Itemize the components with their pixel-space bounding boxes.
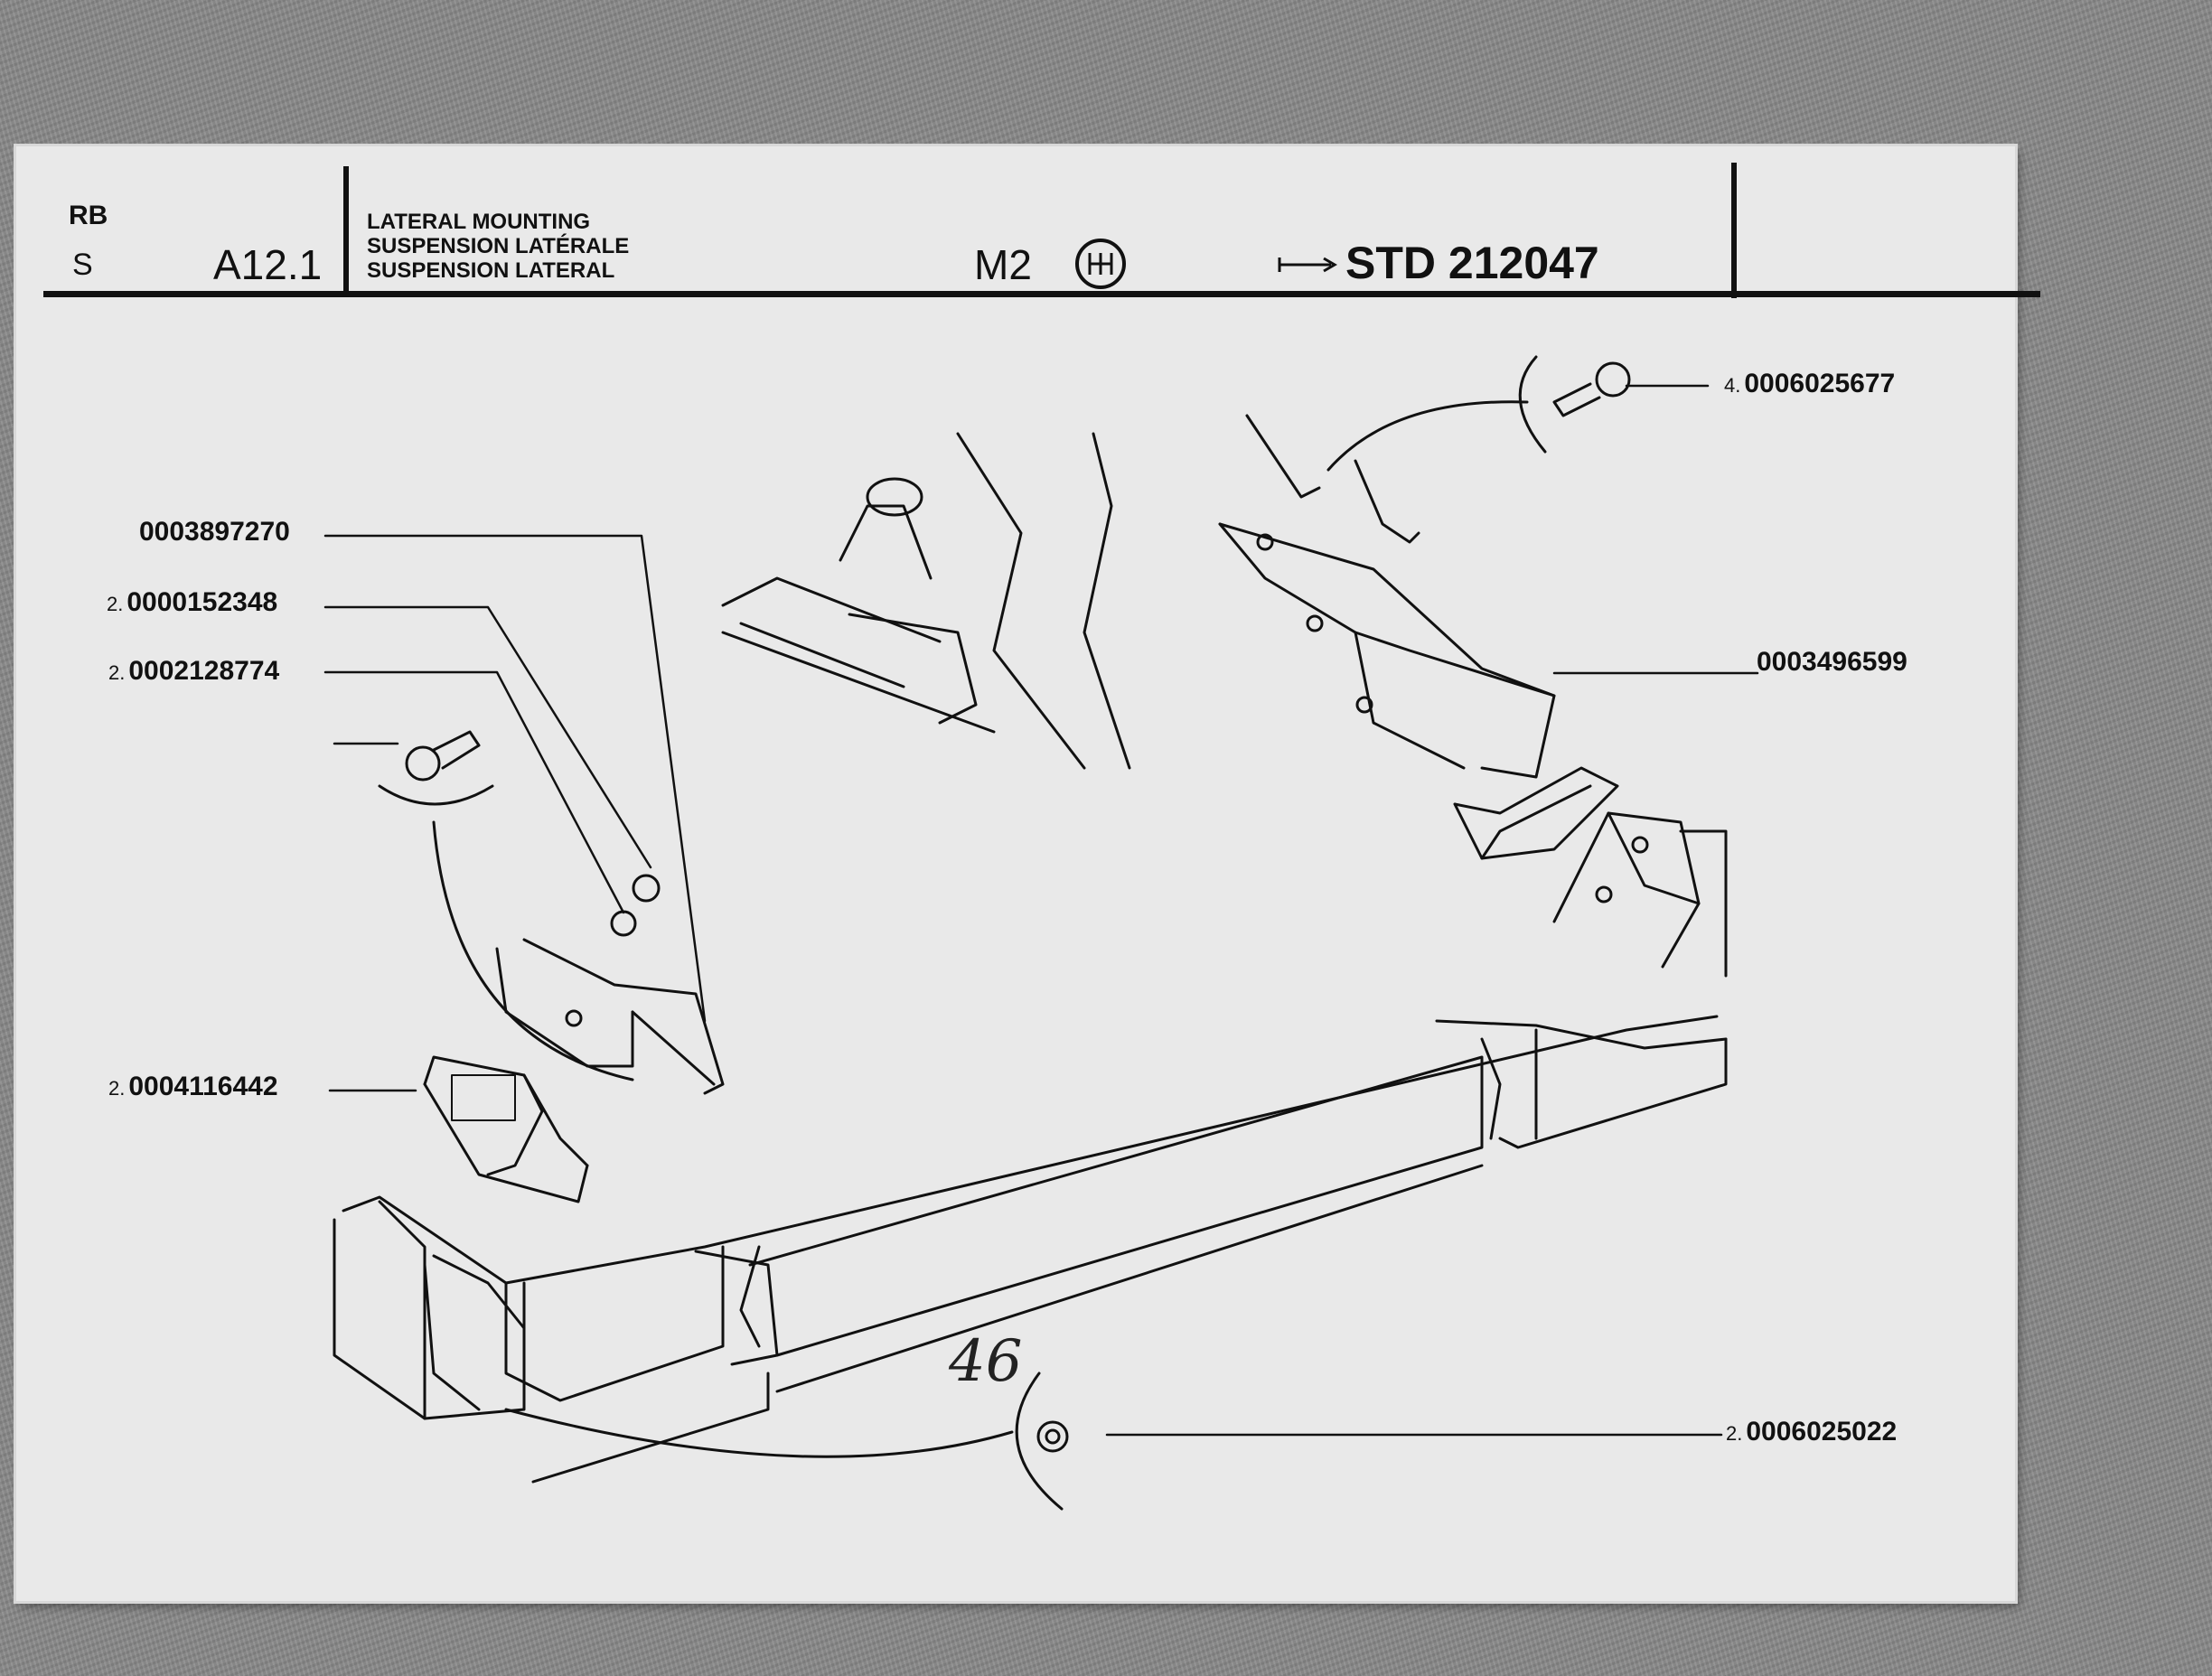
part-qty: 2. xyxy=(1726,1422,1743,1445)
header-right-divider xyxy=(1731,163,1737,298)
part-label: 4.0006025677 xyxy=(1724,369,1895,399)
standard-number: STD 212047 xyxy=(1345,238,1599,288)
header-divider xyxy=(343,166,349,297)
handwritten-page-number: 46 xyxy=(949,1328,1023,1395)
part-qty: 2. xyxy=(107,593,124,615)
part-number: 0006025677 xyxy=(1744,369,1896,398)
title-spanish: SUSPENSION LATERAL xyxy=(367,258,615,283)
left-end-bracket-drawing xyxy=(333,1200,526,1420)
right-strap-drawing xyxy=(1245,400,1529,544)
part-label: 2.0004116442 xyxy=(108,1072,278,1102)
part-number: 0006025022 xyxy=(1746,1417,1898,1447)
brand-code: RB xyxy=(69,201,108,230)
left-rubber-mount-drawing xyxy=(423,1055,589,1203)
part-label: 2.0006025022 xyxy=(1726,1417,1897,1447)
part-number: 0004116442 xyxy=(128,1072,278,1101)
section-code: S xyxy=(72,248,93,282)
part-qty: 2. xyxy=(108,661,126,684)
right-rubber-mount-drawing xyxy=(1453,766,1619,860)
part-label: 2.0002128774 xyxy=(108,656,279,687)
header-rule xyxy=(43,291,2040,297)
left-mount-bracket-drawing xyxy=(495,938,725,1095)
part-number: 0000152348 xyxy=(127,587,278,617)
leader-lines xyxy=(323,384,1759,1437)
part-qty: 4. xyxy=(1724,374,1741,397)
part-label: 2.0000152348 xyxy=(107,587,277,618)
part-label: 0003496599 xyxy=(1753,647,1907,678)
gearbox-shift-pattern-icon xyxy=(1075,239,1126,289)
title-french: SUSPENSION LATÉRALE xyxy=(367,234,630,258)
leaf-spring-drawing xyxy=(342,1015,1728,1484)
part-number: 0003897270 xyxy=(139,517,290,547)
part-qty: 2. xyxy=(108,1077,126,1100)
part-number: 0002128774 xyxy=(128,656,280,686)
reference-code: A12.1 xyxy=(213,241,323,288)
bottom-nut-drawing xyxy=(504,1372,1069,1511)
part-number: 0003496599 xyxy=(1757,647,1907,677)
sheet-header: RB S A12.1 LATERAL MOUNTING SUSPENSION L… xyxy=(16,146,2015,300)
frame-rail-drawing xyxy=(721,432,1131,770)
part-label: 0003897270 xyxy=(136,517,290,548)
right-upright-drawing xyxy=(1552,811,1728,978)
title-english: LATERAL MOUNTING xyxy=(367,210,591,234)
right-mount-bracket-drawing xyxy=(1218,522,1556,779)
left-bolt-drawing xyxy=(378,730,634,1081)
right-bolt-drawing xyxy=(1518,355,1631,454)
parts-sheet: RB S A12.1 LATERAL MOUNTING SUSPENSION L… xyxy=(16,146,2040,1601)
arrow-right-from-bar-icon xyxy=(1278,257,1337,273)
left-nut-drawing xyxy=(610,874,661,937)
model-code: M2 xyxy=(974,241,1032,288)
